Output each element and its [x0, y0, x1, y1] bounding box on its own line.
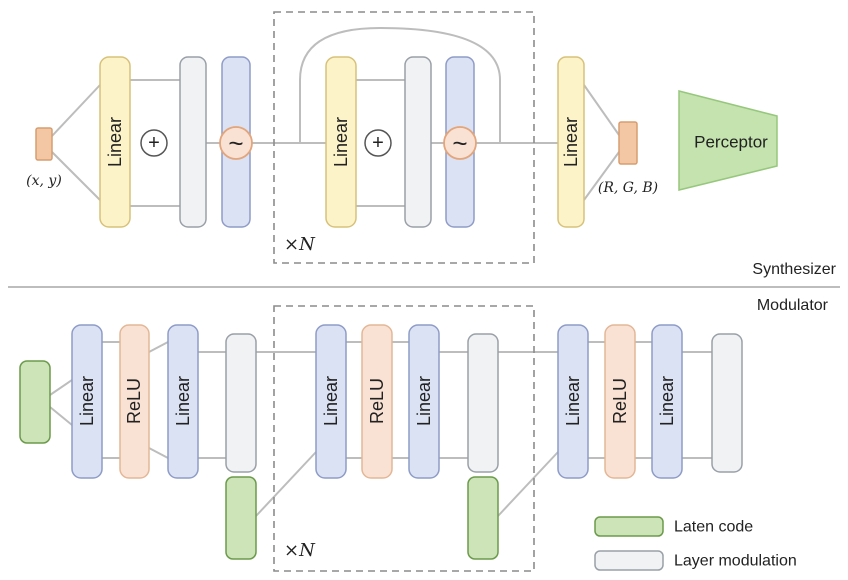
sine-activation-icon: [443, 126, 477, 160]
modulator-relu-label-2: ReLU: [367, 378, 387, 424]
synthesizer-linear-block-3: [557, 56, 585, 228]
modulator-layer-modulation-block-2: [467, 333, 499, 473]
synthesizer-linear-block-1: [99, 56, 131, 228]
modulator-linear-label-5: Linear: [563, 376, 583, 426]
synthesizer-output-node: [618, 121, 638, 165]
synthesizer-section-label: Synthesizer: [752, 261, 836, 278]
legend-layer-modulation-swatch: [594, 550, 664, 571]
modulator-linear-label-4: Linear: [414, 376, 434, 426]
modulator-section-label: Modulator: [757, 297, 829, 314]
modulator-relu-block-1: [119, 324, 150, 479]
synthesizer-modulation-block-1: [179, 56, 207, 228]
modulator-repeat-box: [273, 305, 535, 572]
modulator-repeat-label: ×N: [284, 540, 316, 561]
add-icon: [140, 129, 168, 157]
add-symbol: +: [148, 132, 160, 154]
add-symbol: +: [372, 132, 384, 154]
modulator-linear-block-1: [71, 324, 103, 479]
synthesizer-linear-label-2: Linear: [331, 117, 351, 167]
legend-layer-modulation-label: Layer modulation: [674, 553, 797, 570]
synthesizer-linear-block-2: [325, 56, 357, 228]
modulator-connections: [49, 341, 712, 517]
modulator-linear-label-2: Linear: [173, 376, 193, 426]
activation-symbol: ~: [452, 128, 467, 158]
modulator-relu-block-2: [361, 324, 393, 479]
synthesizer-connections: [51, 26, 620, 207]
modulator-linear-block-3: [315, 324, 347, 479]
modulator-linear-label-1: Linear: [77, 376, 97, 426]
synthesizer-input-label: (x, y): [26, 173, 62, 189]
sine-activation-icon: [219, 126, 253, 160]
modulator-layer-modulation-block-3: [711, 333, 743, 473]
synthesizer-linear-label-1: Linear: [105, 117, 125, 167]
perceptor-label: Perceptor: [694, 133, 768, 152]
synthesizer-output-label: (R, G, B): [598, 180, 658, 196]
legend-latent-code-swatch: [594, 516, 664, 537]
modulator-linear-label-3: Linear: [321, 376, 341, 426]
modulator-linear-label-6: Linear: [657, 376, 677, 426]
modulator-latent-code-input: [19, 360, 51, 444]
modulator-linear-block-4: [408, 324, 440, 479]
modulator-linear-block-6: [651, 324, 683, 479]
perceptor-block: [678, 90, 778, 191]
skip-connection-arc: [299, 26, 501, 143]
synthesizer-modulation-block-2: [404, 56, 432, 228]
synthesizer-repeat-label: ×N: [284, 234, 316, 255]
modulator-linear-block-2: [167, 324, 199, 479]
synthesizer-linear-label-3: Linear: [561, 117, 581, 167]
modulator-latent-code-block-1: [225, 476, 257, 560]
activation-symbol: ~: [228, 128, 243, 158]
modulator-layer-modulation-block-1: [225, 333, 257, 473]
legend-latent-code-label: Laten code: [674, 519, 753, 536]
modulator-latent-code-block-2: [467, 476, 499, 560]
modulator-relu-label-1: ReLU: [124, 378, 144, 424]
modulator-relu-label-3: ReLU: [610, 378, 630, 424]
add-icon: [364, 129, 392, 157]
modulator-relu-block-3: [604, 324, 636, 479]
modulator-linear-block-5: [557, 324, 589, 479]
synthesizer-repeat-box: [273, 11, 535, 264]
synthesizer-input-node: [35, 127, 53, 161]
legend: Laten code Layer modulation: [594, 516, 797, 571]
